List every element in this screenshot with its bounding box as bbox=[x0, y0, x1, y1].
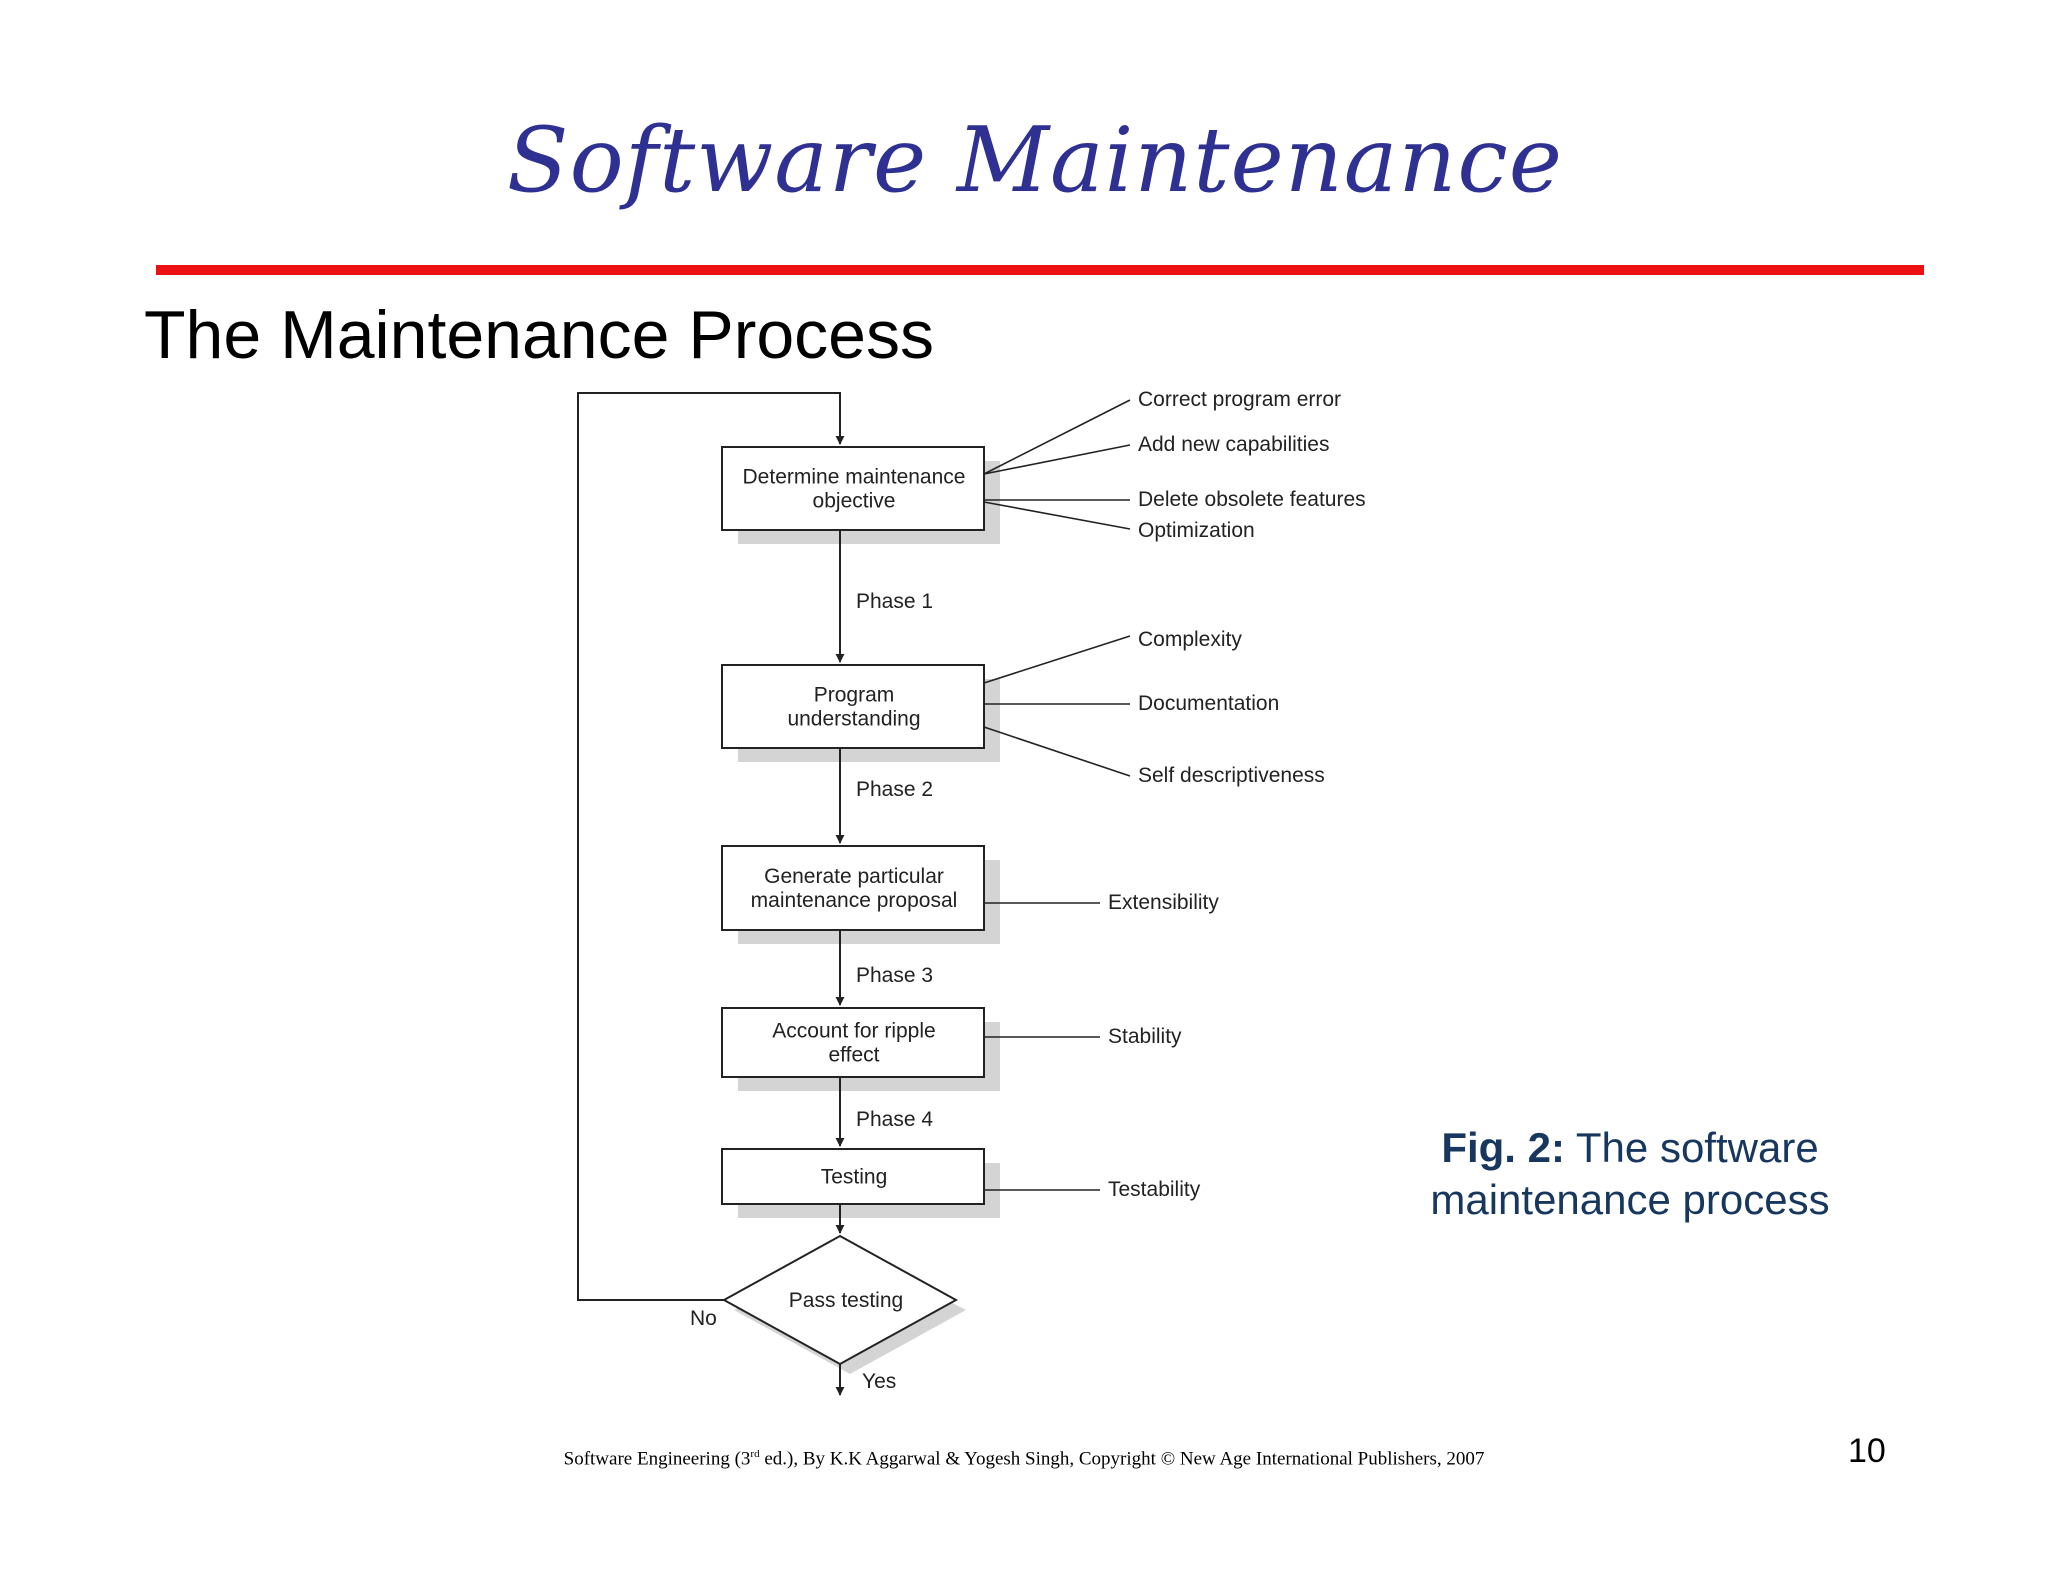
attribute-label-extensibility: Extensibility bbox=[1108, 891, 1219, 914]
phase-label: Phase 1 bbox=[856, 590, 933, 613]
footer-citation: Software Engineering (3rd ed.), By K.K A… bbox=[0, 1448, 2048, 1470]
attribute-label-objective: Correct program error bbox=[1138, 388, 1341, 411]
attribute-label-testability: Testability bbox=[1108, 1178, 1201, 1201]
process-box-label: understanding bbox=[787, 708, 920, 731]
process-box-2 bbox=[721, 664, 985, 749]
footer-text-start: Software Engineering (3 bbox=[563, 1448, 751, 1470]
yes-label: Yes bbox=[862, 1370, 896, 1393]
attribute-connector bbox=[983, 726, 1131, 777]
figure-caption-text: The software maintenance process bbox=[1430, 1124, 1830, 1223]
process-box-1 bbox=[721, 446, 985, 531]
attribute-label-objective: Delete obsolete features bbox=[1138, 488, 1366, 511]
attribute-connector bbox=[983, 399, 1131, 475]
process-box-label: Generate particular bbox=[764, 865, 944, 888]
slide-title: Software Maintenance bbox=[506, 108, 1564, 213]
attribute-label-understanding: Complexity bbox=[1138, 628, 1242, 651]
footer-text-end: ed.), By K.K Aggarwal & Yogesh Singh, Co… bbox=[759, 1448, 1485, 1470]
phase-label: Phase 3 bbox=[856, 964, 933, 987]
section-heading: The Maintenance Process bbox=[144, 297, 934, 373]
process-box-label: Account for ripple bbox=[772, 1020, 935, 1043]
attribute-connector bbox=[983, 635, 1131, 684]
process-box-label: effect bbox=[829, 1044, 880, 1067]
figure-label: Fig. 2: bbox=[1441, 1124, 1565, 1171]
attribute-connector bbox=[983, 501, 1131, 530]
page-number: 10 bbox=[1848, 1432, 1886, 1470]
attribute-label-understanding: Documentation bbox=[1138, 692, 1279, 715]
attribute-label-understanding: Self descriptiveness bbox=[1138, 764, 1325, 787]
process-box-5 bbox=[721, 1148, 985, 1205]
process-box-label: maintenance proposal bbox=[751, 889, 958, 912]
footer-superscript: rd bbox=[750, 1448, 760, 1460]
no-loop-back-arrow bbox=[577, 392, 845, 1301]
figure-caption: Fig. 2: The software maintenance process bbox=[1390, 1122, 1870, 1226]
attribute-connector bbox=[983, 444, 1131, 475]
decision-label: Pass testing bbox=[789, 1289, 903, 1312]
attribute-label-objective: Add new capabilities bbox=[1138, 433, 1329, 456]
process-box-label: Program bbox=[814, 684, 895, 707]
attribute-label-objective: Optimization bbox=[1138, 519, 1255, 542]
process-box-4 bbox=[721, 1007, 985, 1078]
process-box-label: Testing bbox=[821, 1166, 888, 1189]
phase-label: Phase 2 bbox=[856, 778, 933, 801]
process-box-3 bbox=[721, 845, 985, 931]
phase-label: Phase 4 bbox=[856, 1108, 933, 1131]
process-box-label: Determine maintenance bbox=[743, 466, 966, 489]
attribute-label-stability: Stability bbox=[1108, 1025, 1182, 1048]
no-label: No bbox=[690, 1307, 717, 1330]
title-divider bbox=[156, 265, 1924, 275]
process-box-label: objective bbox=[813, 490, 896, 513]
